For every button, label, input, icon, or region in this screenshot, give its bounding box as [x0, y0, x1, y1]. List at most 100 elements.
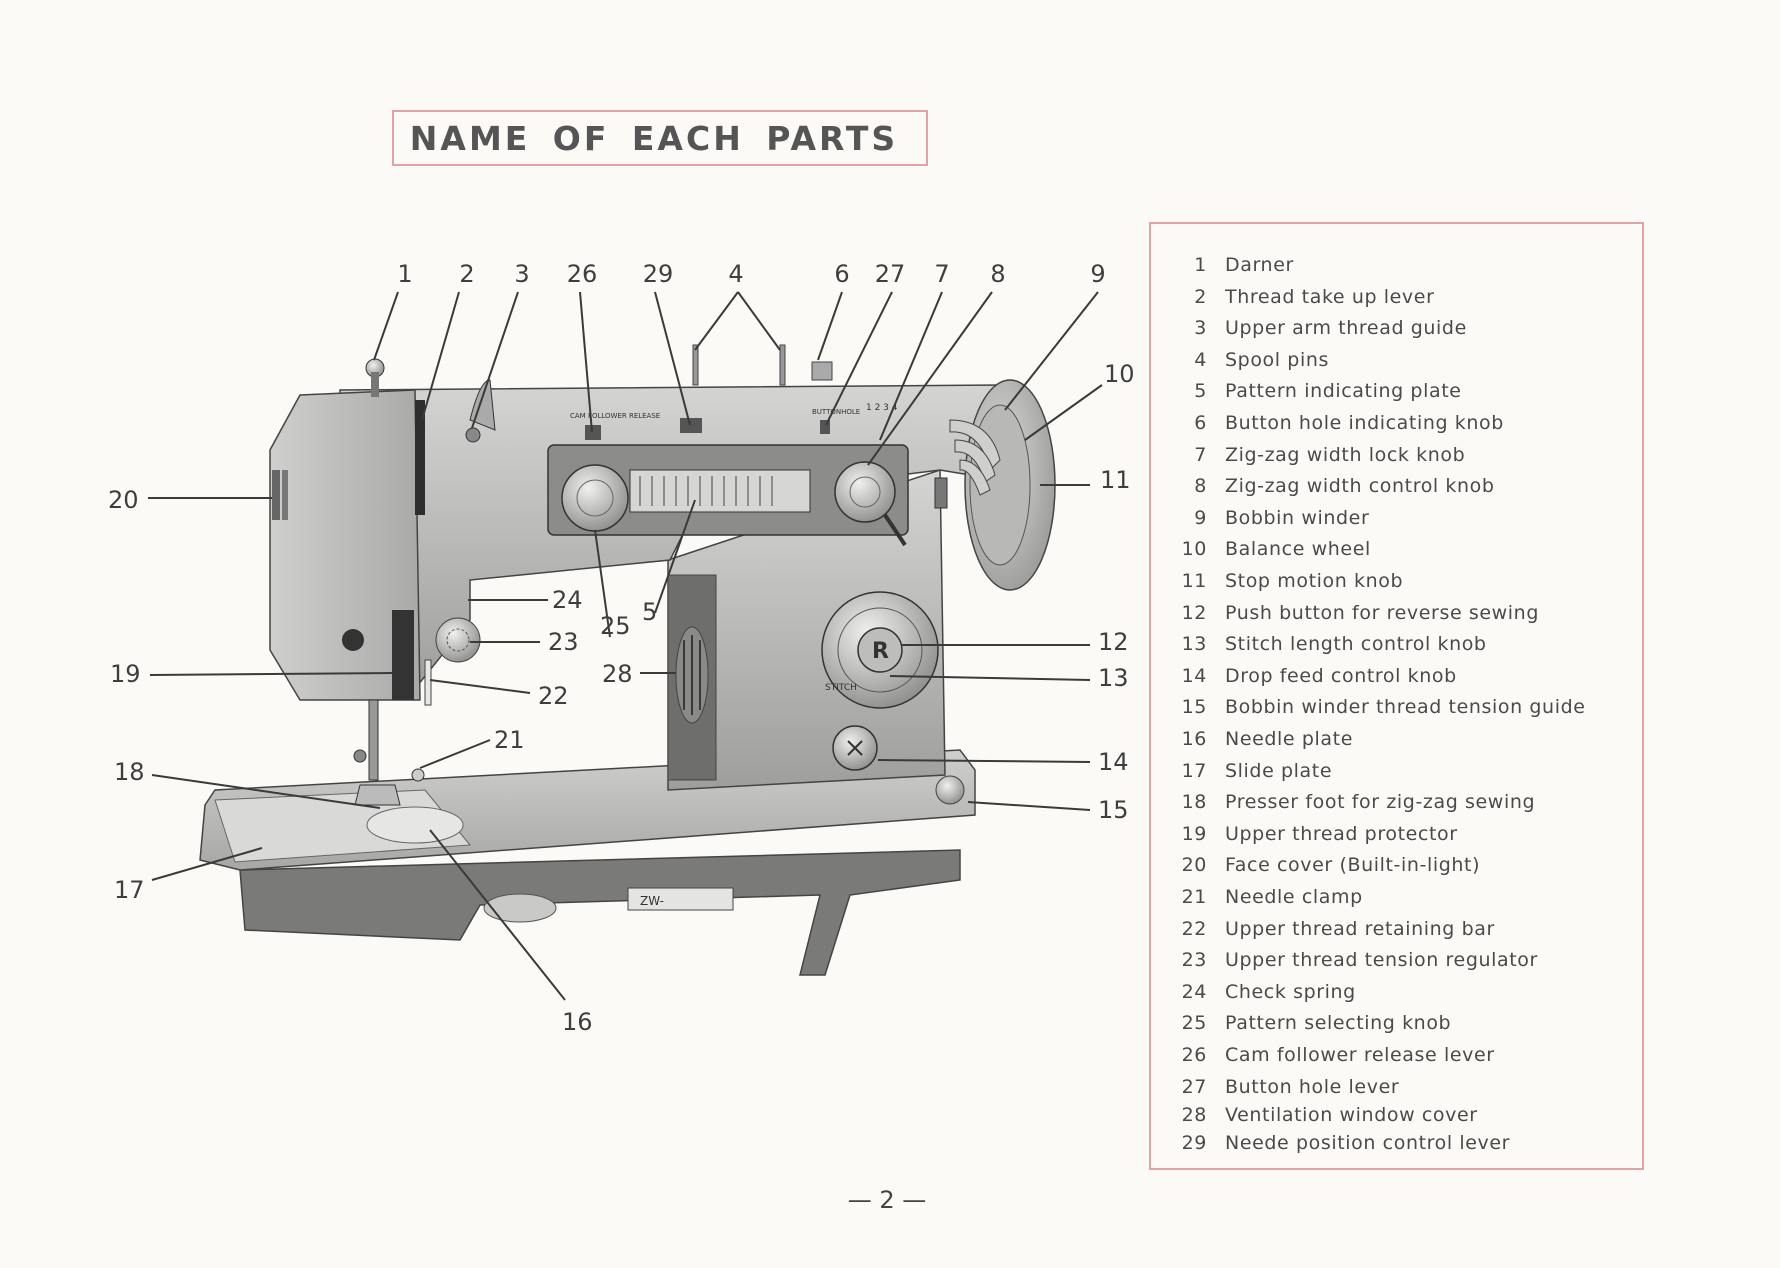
list-item: 3 Upper arm thread guide — [1151, 313, 1642, 343]
part-label: Stitch length control knob — [1225, 633, 1487, 656]
callout-8: 8 — [990, 260, 1005, 288]
callout-18: 18 — [114, 758, 145, 786]
callout-13: 13 — [1098, 664, 1129, 692]
callout-14: 14 — [1098, 748, 1129, 776]
callout-21: 21 — [494, 726, 525, 754]
page-title: NAME OF EACH PARTS — [409, 118, 899, 158]
stop-motion-knob — [934, 477, 948, 509]
callout-15: 15 — [1098, 796, 1129, 824]
spool-pin-left — [692, 344, 699, 386]
needle-plate — [366, 806, 464, 844]
model-plate — [627, 887, 734, 911]
bobbin-winder — [949, 419, 1001, 496]
buttonhole-lever — [820, 420, 830, 434]
part-number: 1 — [1194, 254, 1207, 276]
part-number: 8 — [1194, 475, 1207, 498]
part-number: 3 — [1194, 317, 1207, 340]
page-title-box: NAME OF EACH PARTS — [392, 110, 928, 166]
part-label: Upper thread tension regulator — [1225, 949, 1538, 972]
page-number: — 2 — — [847, 1186, 927, 1214]
callout-9: 9 — [1090, 260, 1105, 288]
pattern-indicating-plate — [629, 469, 811, 513]
cam-release-text: CAM FOLLOWER RELEASE — [570, 412, 660, 420]
part-label: Neede position control lever — [1225, 1132, 1511, 1154]
list-item: 29 Neede position control lever — [1151, 1128, 1642, 1158]
part-number: 17 — [1181, 759, 1207, 782]
zigzag-lock-knob — [883, 513, 907, 547]
part-number: 26 — [1181, 1044, 1207, 1066]
part-label: Zig-zag width lock knob — [1225, 443, 1466, 466]
callout-3: 3 — [514, 260, 529, 288]
callout-10: 10 — [1104, 360, 1135, 388]
cam-follower-lever — [585, 425, 601, 440]
part-number: 15 — [1181, 696, 1207, 719]
part-number: 19 — [1181, 822, 1207, 845]
callout-25: 25 — [600, 612, 631, 640]
face-cover — [269, 389, 421, 701]
part-number: 18 — [1181, 791, 1207, 814]
part-number: 24 — [1181, 980, 1207, 1003]
part-number: 7 — [1194, 443, 1207, 466]
callout-11: 11 — [1100, 466, 1131, 494]
callout-17: 17 — [114, 876, 145, 904]
callout-27: 27 — [875, 260, 906, 288]
part-label: Thread take up lever — [1225, 285, 1435, 308]
leader-lines — [148, 291, 1103, 1001]
part-label: Balance wheel — [1225, 538, 1371, 561]
part-number: 20 — [1181, 854, 1207, 877]
callout-2: 2 — [459, 260, 474, 288]
thread-protector — [392, 610, 414, 700]
buttonhole-text: BUTTONHOLE — [812, 408, 860, 416]
callout-12: 12 — [1098, 628, 1129, 656]
callout-29: 29 — [643, 260, 674, 288]
presser-foot — [354, 784, 401, 806]
part-number: 9 — [1194, 506, 1207, 529]
part-label: Upper arm thread guide — [1225, 317, 1467, 340]
part-label: Ventilation window cover — [1225, 1104, 1478, 1126]
tension-regulator — [435, 617, 481, 663]
part-label: Bobbin winder thread tension guide — [1225, 696, 1586, 719]
part-number: 5 — [1194, 380, 1207, 403]
part-number: 12 — [1181, 601, 1207, 624]
part-label: Bobbin winder — [1225, 506, 1370, 529]
face-cover-vents — [272, 470, 288, 520]
spool-pin-right — [779, 344, 786, 386]
callout-1: 1 — [397, 260, 412, 288]
callout-26: 26 — [567, 260, 598, 288]
callout-23: 23 — [548, 628, 579, 656]
part-number: 16 — [1181, 728, 1207, 750]
callout-16: 16 — [562, 1008, 593, 1036]
part-label: Presser foot for zig-zag sewing — [1225, 791, 1536, 814]
list-item: 9 Bobbin winder — [1151, 503, 1642, 533]
part-label: Stop motion knob — [1225, 570, 1404, 592]
needle-bar — [368, 699, 379, 781]
stitch-text: STITCH — [825, 683, 857, 693]
part-label: Zig-zag width control knob — [1225, 475, 1495, 498]
part-number: 29 — [1181, 1132, 1207, 1154]
needle-clamp — [411, 768, 425, 782]
callout-19: 19 — [110, 660, 141, 688]
part-number: 14 — [1181, 664, 1207, 687]
buttonhole-positions: 1 2 3 4 — [866, 403, 898, 413]
list-item: 15 Bobbin winder thread tension guide — [1151, 692, 1642, 722]
part-number: 4 — [1194, 348, 1207, 371]
machine-base: ZW- — [239, 849, 961, 976]
part-label: Darner — [1225, 254, 1294, 276]
